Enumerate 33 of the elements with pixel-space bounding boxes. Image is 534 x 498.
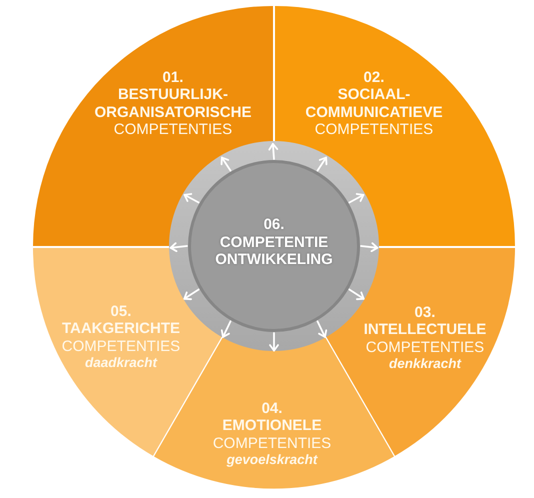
number-label: 02. <box>364 68 384 86</box>
subtitle-text: COMPETENTIES <box>114 121 232 139</box>
number-label: 03. <box>414 304 436 322</box>
arrow <box>268 142 278 160</box>
arrow <box>348 288 365 300</box>
number-label: 01. <box>162 68 184 86</box>
title-text: INTELLECTUELE <box>364 321 486 339</box>
center-circle <box>188 160 360 332</box>
keyword-text: daadkracht <box>84 355 157 370</box>
number-label: 04. <box>262 400 282 418</box>
subtitle-text: COMPETENTIES <box>314 121 434 139</box>
title-text: EMOTIONELE <box>222 417 322 435</box>
arrow <box>183 288 200 300</box>
arrow <box>348 193 364 204</box>
arrow <box>170 242 188 252</box>
arrow <box>316 320 328 338</box>
title-text: COMPETENTIE ONTWIKKELING <box>215 234 333 268</box>
arrow <box>220 320 232 338</box>
subtitle-text: COMPETENTIES <box>212 434 332 452</box>
keyword-text: gevoelskracht <box>226 452 318 468</box>
number-label: 06. <box>264 216 284 234</box>
keyword-text: denkkracht <box>388 356 461 372</box>
arrow <box>316 156 328 172</box>
arrow <box>220 156 232 172</box>
arrow <box>360 242 378 252</box>
subtitle-text: COMPETENTIES <box>366 338 484 356</box>
title-text: TAAKGERICHTE <box>62 320 180 338</box>
arrow <box>184 193 200 204</box>
subtitle-text: COMPETENTIES <box>62 338 180 356</box>
number-label: 05. <box>110 302 132 320</box>
title-text: SOCIAAL- COMMUNICATIEVE <box>305 86 443 122</box>
title-text: BESTUURLIJK- ORGANISATORISCHE <box>94 86 252 122</box>
arrow <box>269 332 279 352</box>
